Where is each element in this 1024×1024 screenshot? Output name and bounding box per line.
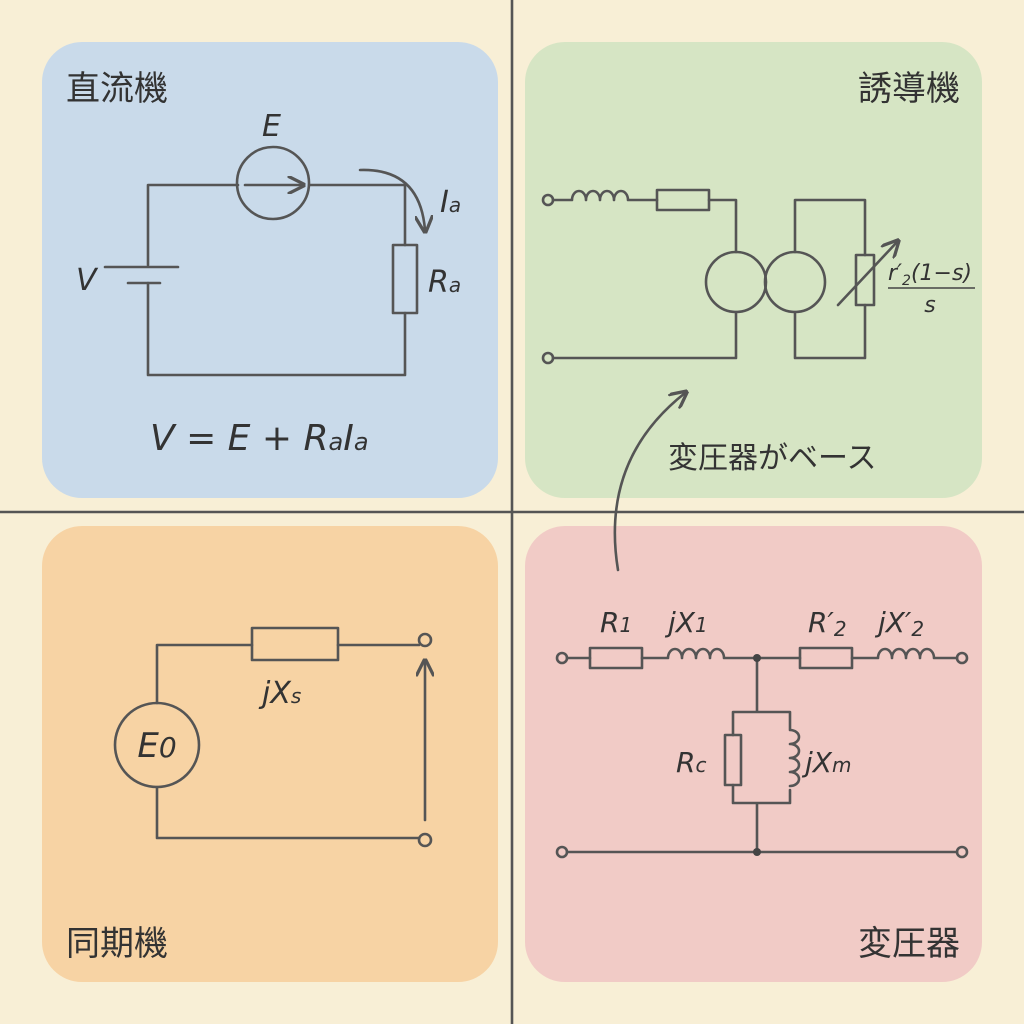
transformer-panel: 変圧器 R1 jX1 R′2 jX′2 Rc jXm bbox=[525, 526, 982, 982]
Rc-resistor-symbol bbox=[723, 733, 743, 787]
transformer-to-induction-arrow-icon bbox=[613, 393, 685, 572]
label-R1: R1 bbox=[600, 606, 632, 639]
sync-circuit-wires bbox=[155, 643, 421, 840]
dc-voltage-equation: V = E + RaIa bbox=[150, 418, 369, 459]
emf-source-symbol bbox=[235, 145, 311, 221]
current-arrow-icon bbox=[358, 168, 425, 230]
synchronous-machine-title: 同期機 bbox=[66, 924, 168, 964]
emf-source-E0-symbol bbox=[113, 701, 201, 789]
label-Ra: Ra bbox=[428, 265, 461, 300]
label-jX1: jX1 bbox=[664, 606, 708, 639]
transformer-base-note: 変圧器がベース bbox=[668, 441, 877, 476]
label-E0: E0 bbox=[137, 726, 176, 766]
label-jX2-prime: jX′2 bbox=[874, 606, 924, 641]
dc-machine-panel: 直流機 E V Ia Ra V = E + RaIa bbox=[42, 42, 498, 498]
synchronous-machine-panel: 同期機 E0 jXs bbox=[42, 526, 498, 982]
induction-machine-panel: 誘導機 r′2(1−s) s 変圧器がベース bbox=[525, 42, 982, 498]
series-branch bbox=[565, 647, 959, 660]
label-jXm: jXm bbox=[801, 746, 851, 779]
label-R2-prime: R′2 bbox=[808, 606, 847, 641]
secondary-wires bbox=[793, 198, 867, 360]
R2-resistor-symbol bbox=[798, 646, 854, 670]
junction-dot bbox=[753, 848, 761, 856]
R1-resistor-symbol bbox=[588, 646, 644, 670]
dc-machine-title: 直流機 bbox=[66, 69, 168, 109]
shunt-branch bbox=[565, 656, 959, 854]
label-Rc: Rc bbox=[676, 746, 706, 779]
induction-machine-title: 誘導機 bbox=[858, 69, 960, 109]
primary-wires bbox=[551, 198, 738, 360]
dc-circuit-wires bbox=[146, 183, 407, 377]
variable-load-resistor-symbol bbox=[854, 253, 876, 307]
terminal-bottom bbox=[417, 832, 433, 848]
junction-dot bbox=[753, 654, 761, 662]
label-Ia: Ia bbox=[440, 185, 461, 220]
synchronous-reactance-symbol bbox=[250, 626, 340, 662]
label-E: E bbox=[262, 109, 281, 144]
stator-inductor-symbol bbox=[551, 189, 659, 202]
terminal-top bbox=[417, 632, 433, 648]
label-jXs: jXs bbox=[258, 676, 301, 711]
armature-resistor-symbol bbox=[391, 243, 419, 315]
transformer-title: 変圧器 bbox=[858, 924, 960, 964]
label-V: V bbox=[76, 263, 99, 298]
load-numerator: r′2(1−s) bbox=[888, 261, 972, 289]
variable-arrow-icon bbox=[836, 242, 897, 307]
load-denominator: s bbox=[924, 293, 935, 318]
